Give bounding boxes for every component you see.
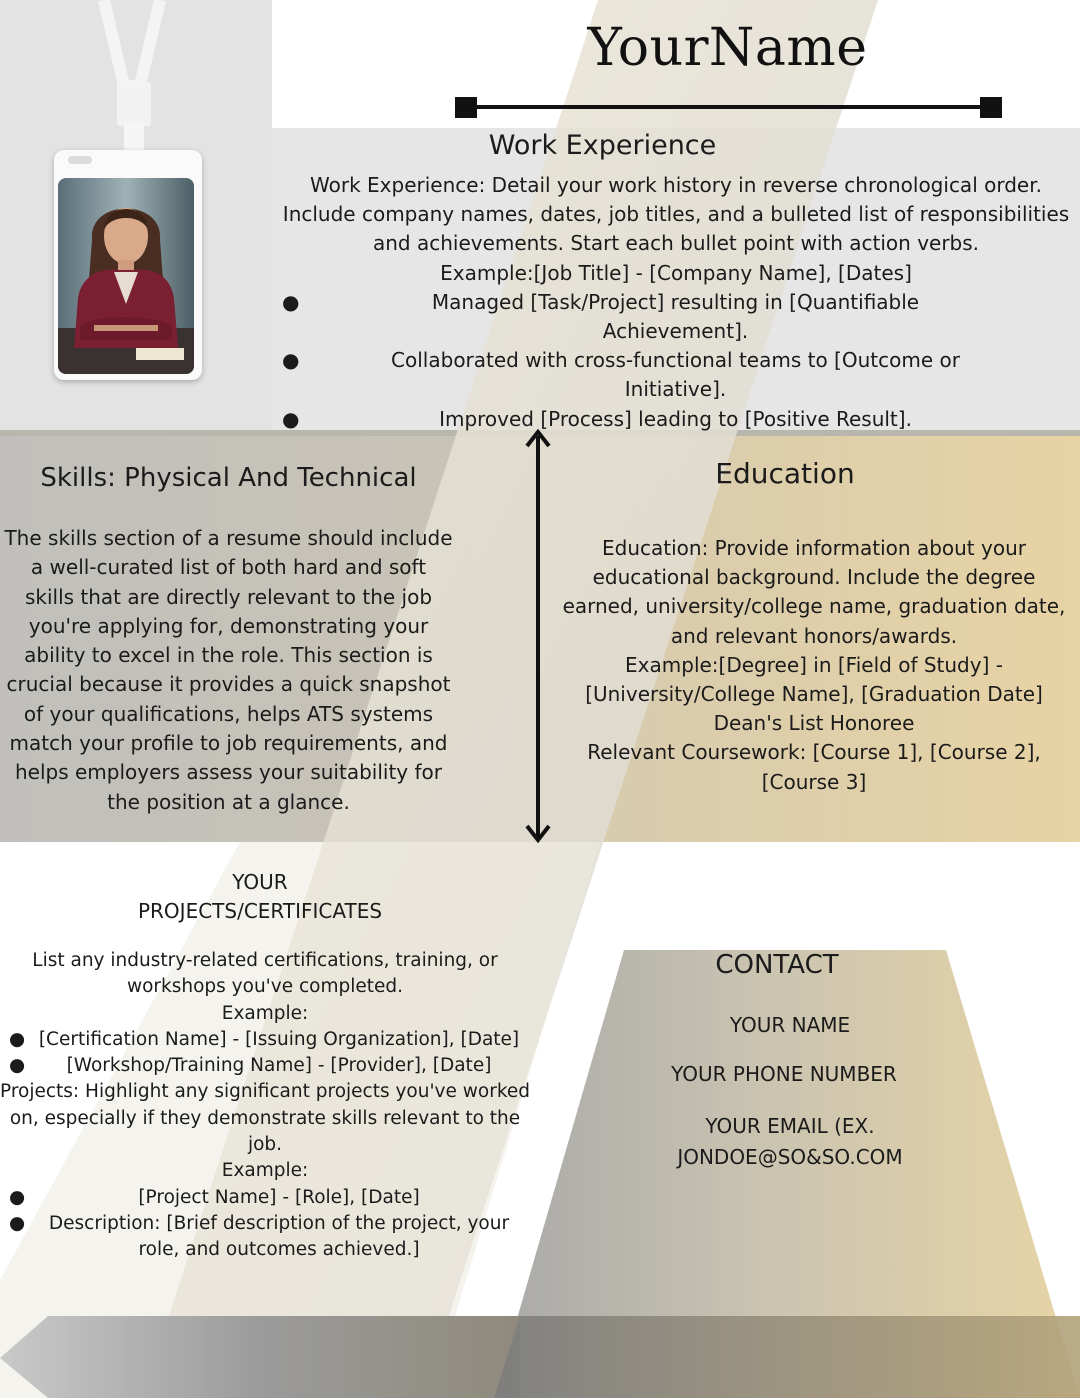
skills-line: the position at a glance. (107, 789, 350, 814)
education-line: Dean's List Honoree (713, 711, 915, 736)
projects-example-label: Example: (221, 1002, 309, 1024)
projects-line: List any industry-related certifications… (32, 950, 498, 971)
work-bullet-list: ●Managed [Task/Project] resulting in [Qu… (272, 288, 1080, 434)
arrow-head-bottom (525, 824, 551, 844)
work-experience-body: Work Experience: Detail your work histor… (272, 171, 1080, 434)
projects-heading: YOUR PROJECTS/CERTIFICATES (137, 870, 383, 923)
skills-line: you're applying for, demonstrating your (28, 613, 429, 638)
cert-bullet-list: ●[Certification Name] - [Issuing Organiz… (0, 1027, 530, 1080)
bullet-icon: ● (9, 1028, 26, 1050)
page-title: YourName (587, 18, 868, 78)
skills-line: of your qualifications, helps ATS system… (23, 701, 434, 726)
bullet-icon: ● (9, 1212, 26, 1234)
divider-end-right (980, 97, 1002, 118)
contact-panel (494, 950, 1080, 1398)
education-line: [Course 3] (761, 769, 867, 794)
projects-example-label: Example: (221, 1160, 309, 1182)
education-line: Example:[Degree] in [Field of Study] - (625, 652, 1003, 677)
contact-phone: YOUR PHONE NUMBER (671, 1062, 897, 1086)
bullet-icon: ● (9, 1186, 26, 1208)
bullet-icon: ● (282, 348, 300, 373)
diagonal-stripe-lower (0, 842, 600, 1398)
list-item: ●Managed [Task/Project] resulting in [Qu… (282, 289, 920, 344)
education-line: earned, university/college name, graduat… (562, 594, 1066, 619)
badge-slot (68, 156, 92, 164)
skills-line: crucial because it provides a quick snap… (6, 672, 451, 697)
skills-line: match your profile to job requirements, … (9, 731, 448, 756)
divider-end-left (455, 97, 477, 118)
education-line: and relevant honors/awards. (670, 623, 958, 648)
lanyard-hook (124, 122, 144, 154)
bottom-banner-left (0, 1316, 520, 1398)
work-intro-line: Example:[Job Title] - [Company Name], [D… (440, 260, 912, 285)
education-line: Education: Provide information about you… (602, 536, 1026, 560)
list-item: ●Collaborated with cross-functional team… (282, 348, 960, 402)
work-experience-heading: Work Experience (488, 130, 717, 161)
projects-line: workshops you've completed. (126, 976, 404, 998)
bottom-banner-right (494, 1316, 1080, 1398)
list-item: ●[Certification Name] - [Issuing Organiz… (0, 1027, 530, 1053)
skills-line: skills that are directly relevant to the… (24, 584, 433, 609)
skills-heading: Skills: Physical And Technical (40, 463, 417, 493)
work-intro-line: Work Experience: Detail your work histor… (310, 173, 1042, 197)
list-item: ●Description: [Brief description of the … (9, 1212, 510, 1261)
skills-line: helps employers assess your suitability … (14, 760, 442, 785)
projects-line: job. (247, 1134, 283, 1156)
list-item: ●Improved [Process] leading to [Positive… (272, 405, 1080, 434)
education-heading: Education (715, 457, 855, 490)
arrow-head-top (525, 428, 551, 448)
bullet-icon: ● (282, 289, 300, 314)
skills-line: The skills section of a resume should in… (4, 526, 453, 550)
skills-body: The skills section of a resume should in… (0, 524, 457, 817)
skills-line: ability to excel in the role. This secti… (24, 643, 433, 668)
bullet-icon: ● (9, 1055, 26, 1077)
list-item: ●[Workshop/Training Name] - [Provider], … (0, 1053, 530, 1079)
education-line: [University/College Name], [Graduation D… (585, 682, 1043, 707)
work-intro-line: and achievements. Start each bullet poin… (372, 231, 980, 256)
list-item: ●[Project Name] - [Role], [Date] (0, 1185, 530, 1211)
contact-name: YOUR NAME (729, 1013, 851, 1037)
lanyard-clip (117, 82, 151, 126)
work-intro-line: Include company names, dates, job titles… (282, 202, 1070, 227)
contact-heading: CONTACT (715, 950, 839, 980)
profile-photo (58, 178, 194, 374)
projects-body: List any industry-related certifications… (0, 948, 530, 1264)
education-body: Education: Provide information about you… (548, 534, 1080, 797)
skills-line: a well-curated list of both hard and sof… (30, 555, 427, 580)
bullet-icon: ● (282, 406, 300, 431)
projects-line: on, especially if they demonstrate skill… (9, 1107, 521, 1129)
projects-line: Projects: Highlight any significant proj… (0, 1081, 530, 1103)
education-line: Relevant Coursework: [Course 1], [Course… (587, 740, 1041, 765)
contact-email: YOUR EMAIL (EX. JONDOE@SO&SO.COM (677, 1114, 903, 1169)
project-bullet-list: ●[Project Name] - [Role], [Date] ●Descri… (0, 1185, 530, 1264)
education-line: educational background. Include the degr… (592, 565, 1036, 590)
